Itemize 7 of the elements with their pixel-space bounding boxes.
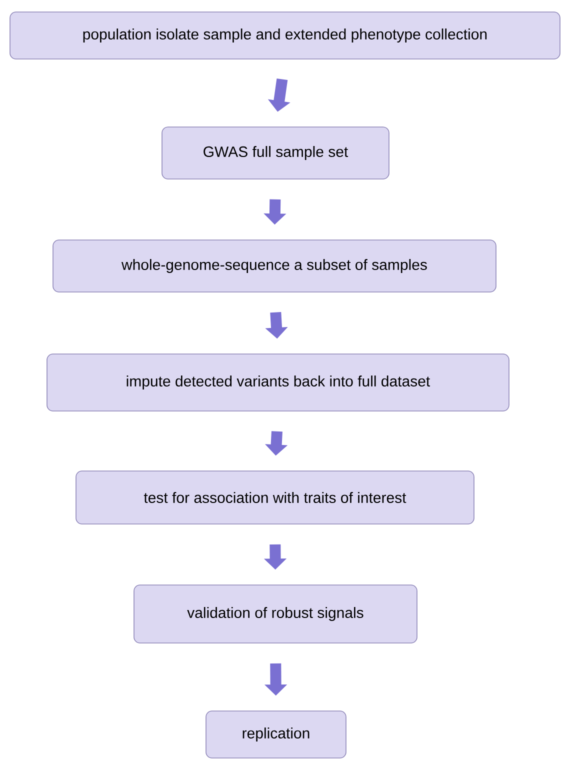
process-box: impute detected variants back into full dataset — [46, 354, 510, 412]
process-box: validation of robust signals — [134, 584, 418, 644]
process-box: GWAS full sample set — [162, 126, 390, 180]
process-box: population isolate sample and extended phenotype collection — [10, 12, 560, 60]
process-box: whole-genome-sequence a subset of samples — [52, 240, 496, 292]
process-box: replication — [206, 710, 346, 758]
process-box: test for association with traits of interest — [76, 470, 474, 524]
